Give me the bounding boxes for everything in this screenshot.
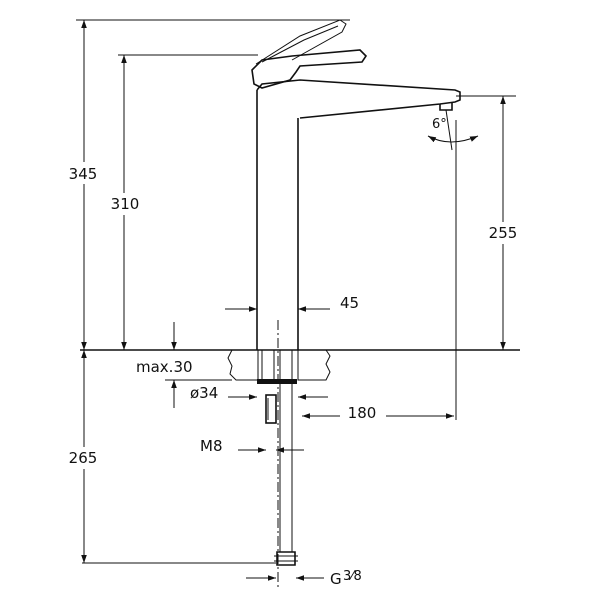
label-angle: 6°: [432, 117, 447, 132]
label-180: 180: [348, 404, 377, 422]
extension-lines: [76, 19, 516, 590]
label-m8: M8: [200, 437, 223, 455]
dim-spout-height: 310: [102, 55, 148, 350]
dim-total-height: 345: [60, 20, 106, 350]
dim-max-thickness: max.30: [136, 322, 232, 408]
label-345: 345: [69, 165, 98, 183]
dim-body-width: 45: [225, 294, 359, 312]
dim-reach: 180: [302, 402, 454, 424]
label-265: 265: [69, 449, 98, 467]
label-g: G: [330, 570, 342, 588]
label-max30: max.30: [136, 358, 193, 376]
handle-open: [255, 19, 347, 65]
label-45: 45: [340, 294, 359, 312]
handle-closed: [251, 49, 368, 89]
dim-thread: M8: [200, 437, 304, 455]
dim-angle: 6°: [427, 109, 479, 151]
label-255: 255: [489, 224, 518, 242]
label-diameter: ø34: [190, 384, 218, 402]
dim-outlet-height: 255: [480, 96, 526, 350]
dim-hole-diameter: ø34: [190, 384, 328, 402]
label-310: 310: [111, 195, 140, 213]
countertop-section: [227, 349, 331, 381]
dim-height-below: 265: [60, 350, 106, 563]
label-g-fraction: 3⁄8: [343, 569, 362, 584]
dim-connection: G 3⁄8: [246, 569, 362, 588]
